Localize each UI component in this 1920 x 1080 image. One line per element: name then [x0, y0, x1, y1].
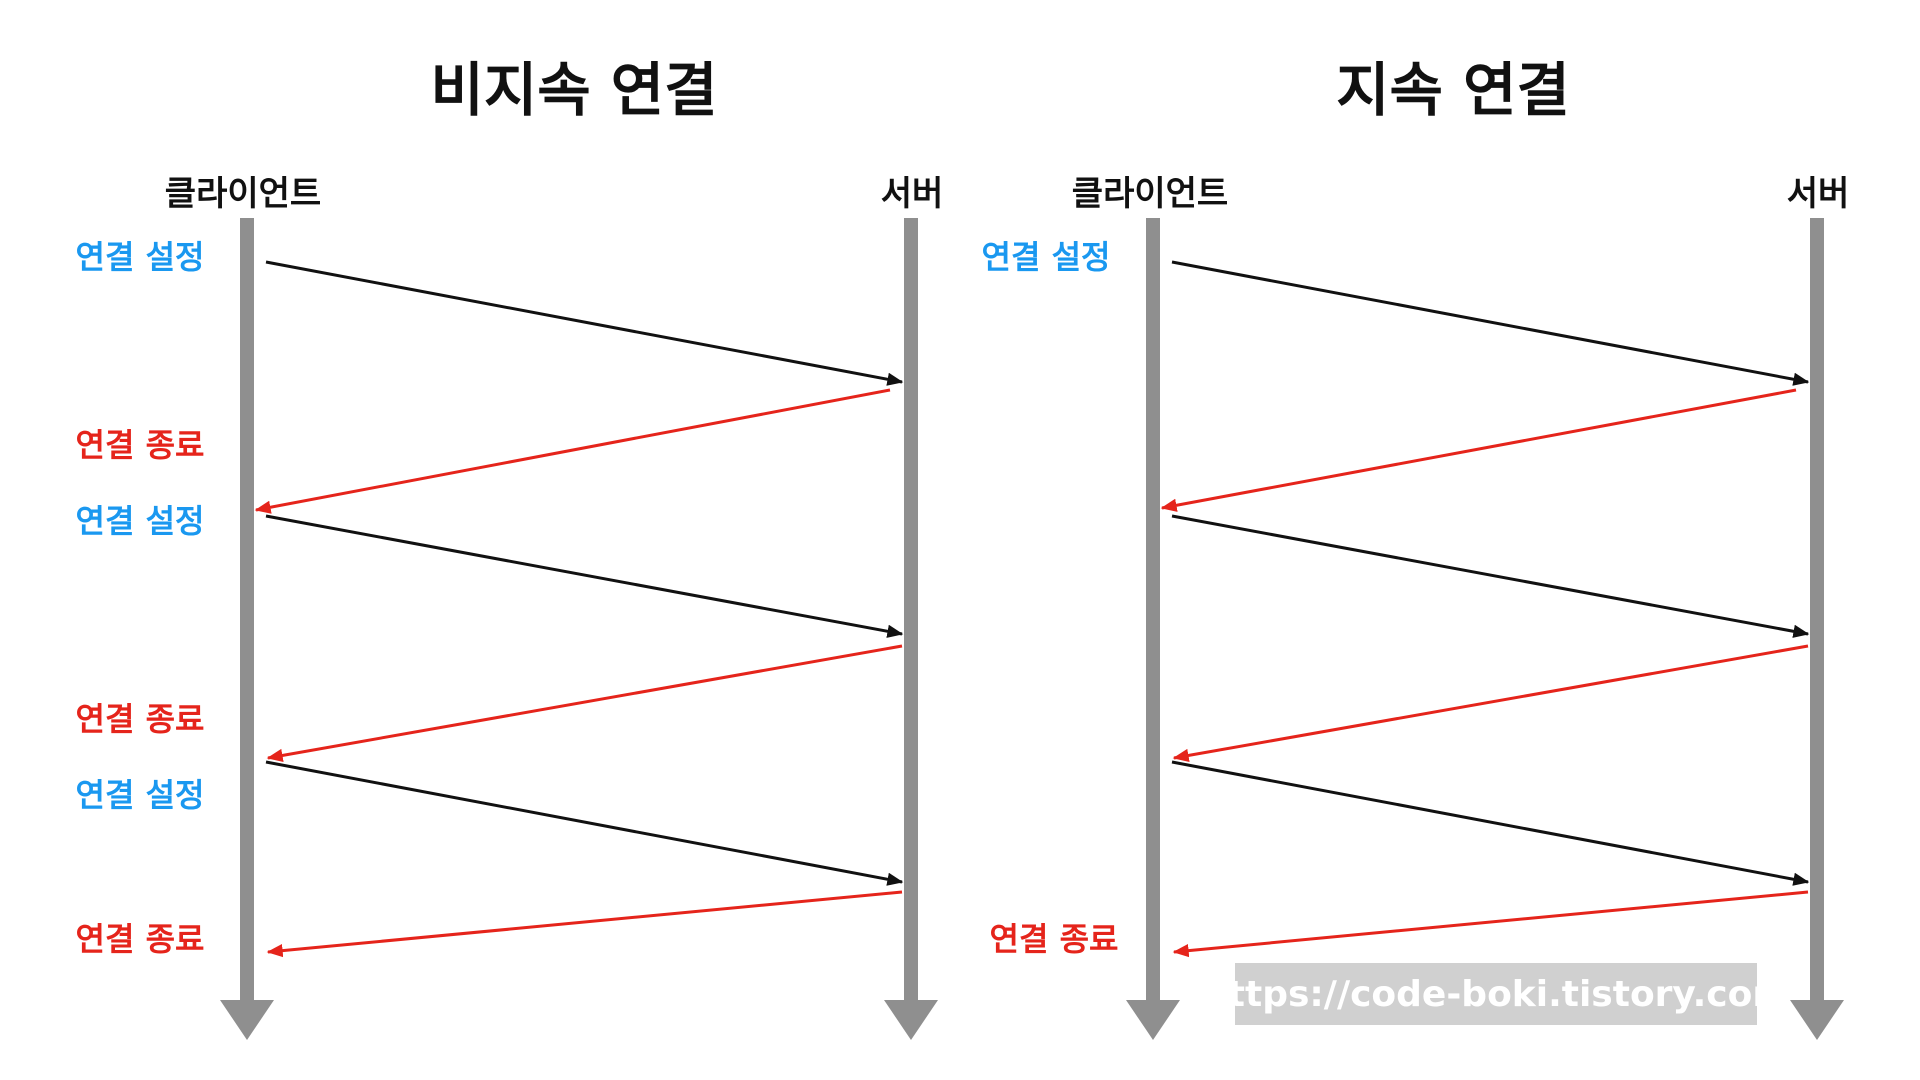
response-arrow: [1160, 388, 1797, 512]
close-label: 연결 종료: [76, 920, 205, 958]
response-arrow: [1172, 890, 1809, 958]
request-arrow: [1171, 514, 1810, 638]
connect-label: 연결 설정: [982, 238, 1111, 276]
connect-label: 연결 설정: [76, 502, 205, 540]
request-arrow: [265, 760, 904, 886]
request-arrow: [1171, 260, 1810, 386]
client-lifeline: [220, 218, 274, 1040]
request-arrow: [265, 260, 904, 386]
server-label: 서버: [1787, 174, 1850, 214]
close-label: 연결 종료: [990, 920, 1119, 958]
close-label: 연결 종료: [76, 426, 205, 464]
server-lifeline: [1790, 218, 1844, 1040]
response-arrow: [266, 890, 903, 958]
client-label: 클라이언트: [165, 174, 321, 214]
client-label: 클라이언트: [1072, 174, 1228, 214]
close-label: 연결 종료: [76, 700, 205, 738]
panel-non-persistent: 비지속 연결 클라이언트 서버 연결 설정 연결 종료 연결 설정 연결 종료 …: [76, 56, 944, 1040]
server-lifeline: [884, 218, 938, 1040]
response-arrow: [254, 388, 891, 514]
connect-label: 연결 설정: [76, 238, 205, 276]
response-arrow: [266, 644, 903, 763]
request-arrow: [1171, 760, 1810, 886]
panel-title: 지속 연결: [1336, 56, 1570, 124]
panel-persistent: 지속 연결 클라이언트 서버 연결 설정 연결 종료: [982, 56, 1850, 1040]
request-arrow: [265, 514, 904, 638]
panel-title: 비지속 연결: [431, 56, 718, 124]
watermark-text: https://code-boki.tistory.com: [1202, 973, 1790, 1015]
response-arrow: [1172, 644, 1809, 763]
connect-label: 연결 설정: [76, 776, 205, 814]
client-lifeline: [1126, 218, 1180, 1040]
watermark-box: https://code-boki.tistory.com: [1202, 963, 1790, 1025]
server-label: 서버: [881, 174, 944, 214]
